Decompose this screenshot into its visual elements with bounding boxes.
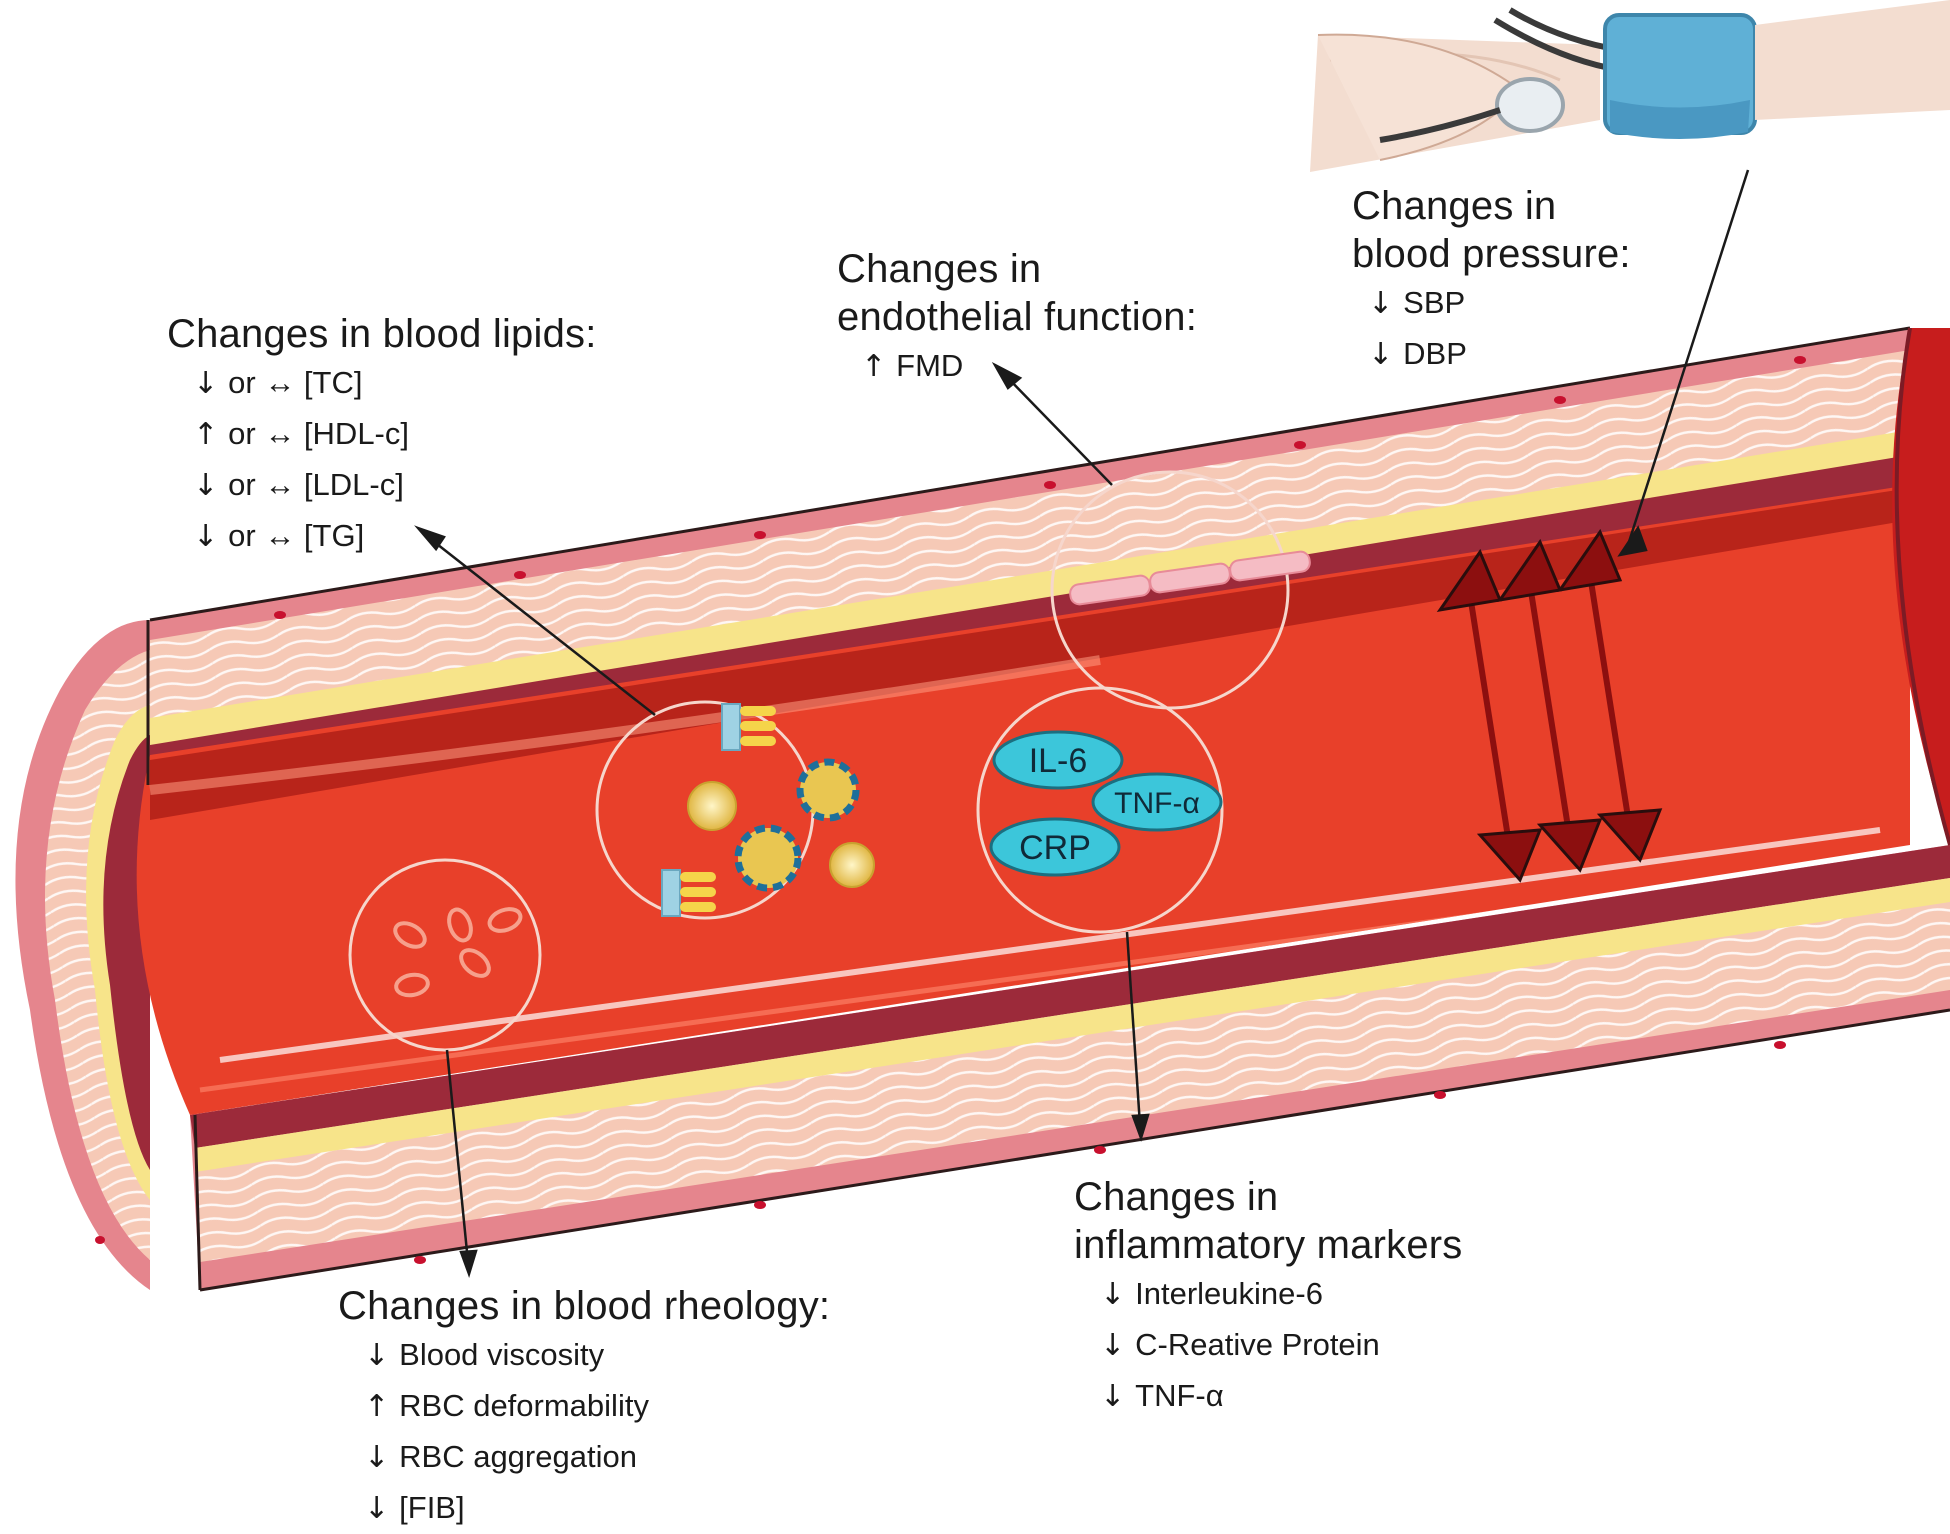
down-arrow-icon: ↓ <box>1100 1379 1126 1414</box>
rheology-item-viscosity: ↓Blood viscosity <box>364 1337 605 1373</box>
lipids-item-tg: ↓or ↔ [TG] <box>193 518 365 554</box>
down-arrow-icon: ↓ <box>1368 286 1394 321</box>
bp-label-group: Changes in blood pressure: ↓SBP ↓DBP <box>1352 182 1631 380</box>
inflam-title-line2: inflammatory markers <box>1074 1223 1463 1267</box>
artery-vessel <box>15 326 1950 1292</box>
inflam-title-line1: Changes in <box>1074 1175 1279 1219</box>
endo-title-line1: Changes in <box>837 247 1042 291</box>
lipids-item-ldl: ↓or ↔ [LDL-c] <box>193 467 404 503</box>
endothelial-cells <box>1050 470 1311 710</box>
down-arrow-icon: ↓ <box>193 366 219 401</box>
lipids-item-tc: ↓or ↔ [TC] <box>193 365 363 401</box>
down-arrow-icon: ↓ <box>364 1491 390 1526</box>
inflammatory-label-group: Changes in inflammatory markers ↓Interle… <box>1074 1173 1463 1422</box>
down-arrow-icon: ↓ <box>364 1440 390 1475</box>
rheology-item-fib: ↓[FIB] <box>364 1490 465 1526</box>
endo-title-line2: endothelial function: <box>837 295 1198 339</box>
down-arrow-icon: ↓ <box>1100 1328 1126 1363</box>
lipids-title: Changes in blood lipids: <box>167 312 597 356</box>
chip-crp <box>989 817 1121 877</box>
bp-title-line1: Changes in <box>1352 184 1557 228</box>
red-blood-cells <box>348 858 542 1052</box>
endo-item-fmd: ↑FMD <box>861 348 964 384</box>
lipoprotein-particles <box>595 700 875 920</box>
down-arrow-icon: ↓ <box>193 519 219 554</box>
chip-tnf <box>1091 772 1223 832</box>
down-arrow-icon: ↓ <box>1100 1277 1126 1312</box>
bp-item-dbp: ↓DBP <box>1368 336 1467 372</box>
down-arrow-icon: ↓ <box>193 468 219 503</box>
lipids-item-hdl: ↑or ↔ [HDL-c] <box>193 416 409 452</box>
inflam-item-tnf: ↓TNF-α <box>1100 1378 1224 1414</box>
rheology-item-aggregation: ↓RBC aggregation <box>364 1439 637 1475</box>
connector-arrows <box>414 169 1750 1278</box>
bp-item-sbp: ↓SBP <box>1368 285 1466 321</box>
chip-tnf-label: TNF-α <box>1114 787 1200 820</box>
rheology-label-group: Changes in blood rheology: ↓Blood viscos… <box>338 1282 830 1534</box>
bp-title-line2: blood pressure: <box>1352 232 1631 276</box>
bp-cuff-illustration <box>1310 0 1950 172</box>
chip-il6 <box>992 730 1124 790</box>
up-arrow-icon: ↑ <box>861 349 887 384</box>
inflammatory-markers-circle: IL-6 TNF-α CRP <box>976 686 1224 934</box>
rheology-item-deformability: ↑RBC deformability <box>364 1388 649 1424</box>
up-arrow-icon: ↑ <box>193 417 219 452</box>
lipids-label-group: Changes in blood lipids: ↓or ↔ [TC] ↑or … <box>167 310 597 562</box>
chip-il6-label: IL-6 <box>1029 742 1088 780</box>
inflam-item-crp: ↓C-Reative Protein <box>1100 1327 1380 1363</box>
rheology-title: Changes in blood rheology: <box>338 1284 831 1328</box>
up-arrow-icon: ↑ <box>364 1389 390 1424</box>
chip-crp-label: CRP <box>1019 829 1091 867</box>
down-arrow-icon: ↓ <box>1368 337 1394 372</box>
inflam-item-il6: ↓Interleukine-6 <box>1100 1276 1323 1312</box>
endothelial-label-group: Changes in endothelial function: ↑FMD <box>837 245 1197 392</box>
pressure-arrows <box>1436 528 1663 883</box>
down-arrow-icon: ↓ <box>364 1338 390 1373</box>
